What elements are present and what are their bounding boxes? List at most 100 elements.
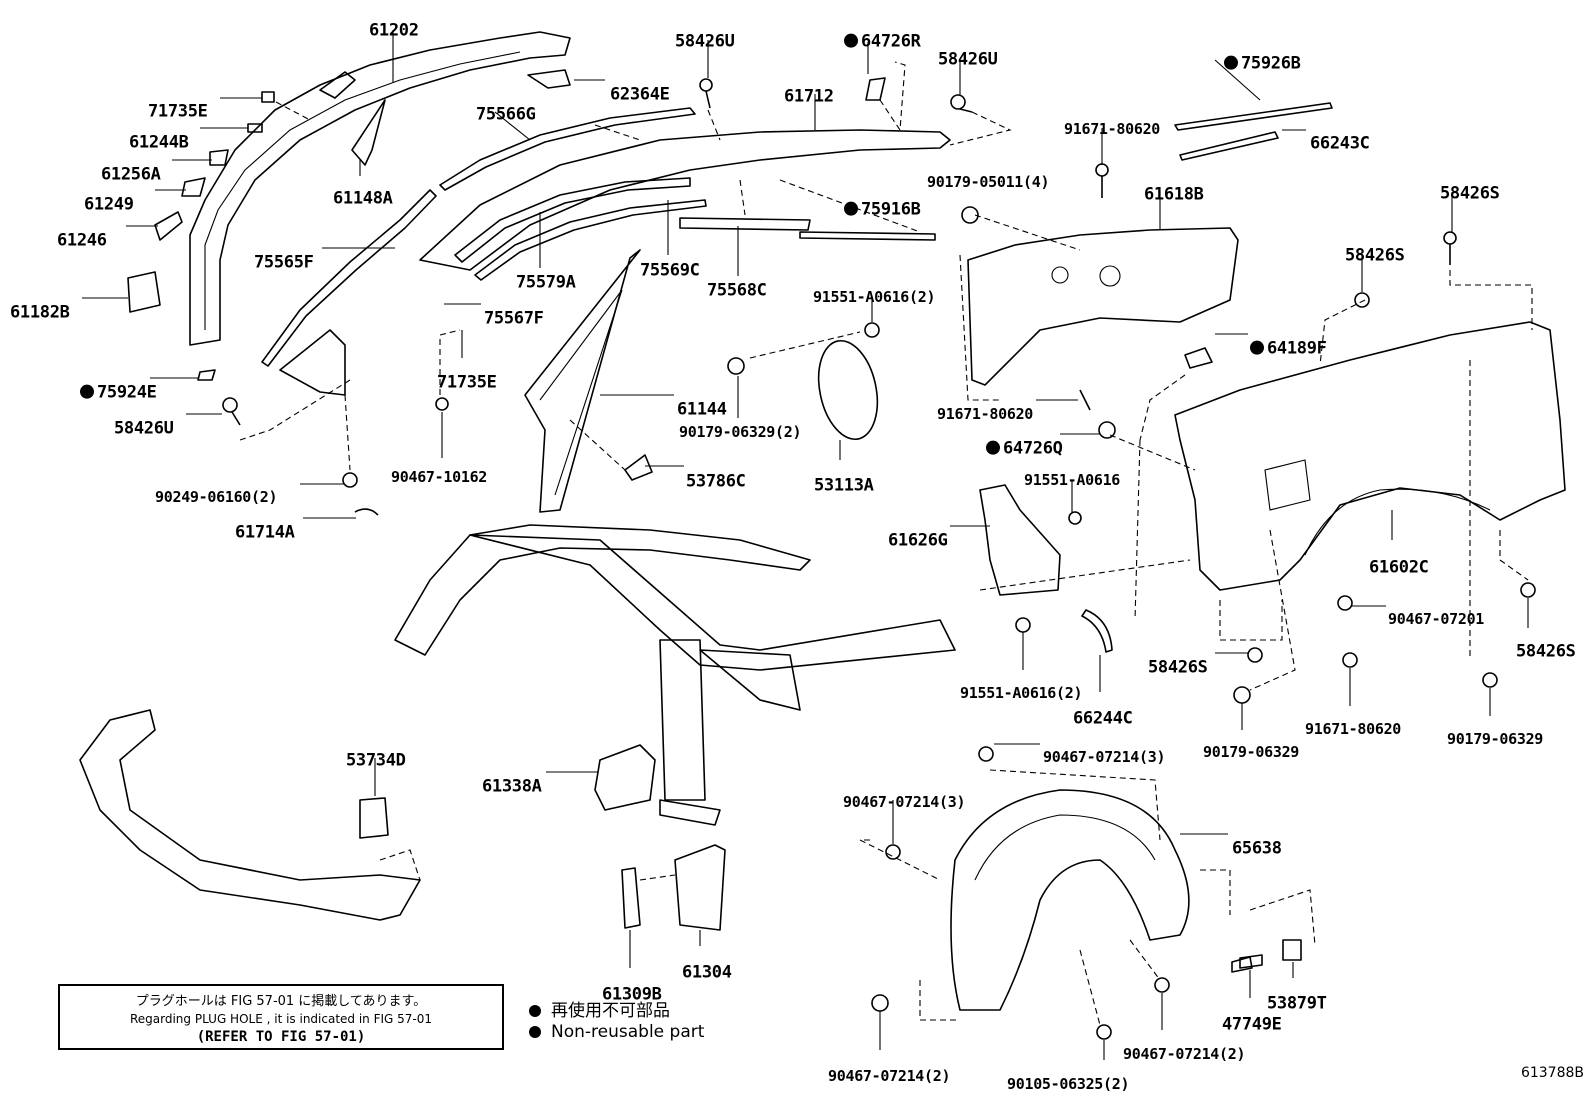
part-label-62364E[interactable]: 62364E	[610, 85, 670, 105]
part-label-90467-07214-c[interactable]: 90467-07214(2)	[1123, 1045, 1246, 1063]
leader-lines	[82, 30, 1529, 1060]
note-line-refer: (REFER TO FIG 57-01)	[196, 1029, 366, 1045]
non-reusable-bullet-icon	[844, 201, 858, 216]
bullet-icon	[529, 1026, 541, 1038]
part-label-61304[interactable]: 61304	[682, 963, 732, 983]
part-label-61602C[interactable]: 61602C	[1369, 558, 1429, 578]
pin-47749E	[1239, 954, 1263, 969]
inner-panel-61618B	[967, 227, 1239, 386]
part-label-61202[interactable]: 61202	[369, 21, 419, 41]
part-label-58426U-b[interactable]: 58426U	[938, 50, 998, 70]
part-label-75565F[interactable]: 75565F	[254, 253, 314, 273]
trim-66244C	[1081, 609, 1113, 653]
part-label-91551-A0616-c[interactable]: 91551-A0616(2)	[960, 684, 1083, 702]
note-line-en: Regarding PLUG HOLE , it is indicated in…	[129, 1012, 433, 1026]
pillar-lower-assembly	[197, 329, 346, 396]
part-label-90249-06160[interactable]: 90249-06160(2)	[155, 488, 278, 506]
part-label-90105-06325[interactable]: 90105-06325(2)	[1007, 1075, 1130, 1093]
part-label-61144[interactable]: 61144	[677, 400, 727, 420]
part-label-90179-06329-a[interactable]: 90179-06329(2)	[679, 423, 802, 441]
part-label-58426U-a[interactable]: 58426U	[675, 32, 735, 52]
part-label-53786C[interactable]: 53786C	[686, 472, 746, 492]
part-label-61244B[interactable]: 61244B	[129, 133, 189, 153]
legend-en-text: Non-reusable part	[551, 1022, 705, 1042]
part-label-75924E[interactable]: 75924E	[97, 383, 157, 403]
part-label-75569C[interactable]: 75569C	[640, 261, 700, 281]
non-reusable-bullet-icon	[1250, 340, 1264, 355]
part-label-61249[interactable]: 61249	[84, 195, 134, 215]
part-label-90467-07214-d[interactable]: 90467-07214(2)	[828, 1067, 951, 1085]
part-label-75568C[interactable]: 75568C	[707, 281, 767, 301]
part-label-75567F[interactable]: 75567F	[484, 309, 544, 329]
part-label-65638[interactable]: 65638	[1232, 839, 1282, 859]
part-label-90179-06329-b[interactable]: 90179-06329	[1203, 743, 1300, 761]
brace-61304	[674, 844, 726, 931]
non-reusable-bullet-icon	[986, 440, 1000, 455]
part-label-71735E-a[interactable]: 71735E	[148, 102, 208, 122]
quarter-window-61144	[524, 249, 641, 513]
strip-66243C	[1179, 131, 1279, 161]
dashed-relations	[239, 61, 1533, 1026]
part-label-64189F[interactable]: 64189F	[1267, 339, 1327, 359]
part-label-91671-80620-a[interactable]: 91671-80620	[1064, 120, 1161, 138]
part-label-61626G[interactable]: 61626G	[888, 531, 948, 551]
fasteners	[222, 77, 1536, 1040]
part-label-90467-07214-a[interactable]: 90467-07214(3)	[1043, 748, 1166, 766]
plug-hole-note: プラグホールは FIG 57-01 に掲載してあります。 Regarding P…	[58, 984, 504, 1050]
part-label-61182B[interactable]: 61182B	[10, 303, 70, 323]
bracket-61338A	[594, 744, 656, 811]
part-label-66243C[interactable]: 66243C	[1310, 134, 1370, 154]
non-reusable-bullet-icon	[80, 384, 94, 399]
part-label-58426S-a[interactable]: 58426S	[1440, 184, 1500, 204]
part-label-91551-A0616-a[interactable]: 91551-A0616(2)	[813, 288, 936, 306]
part-label-91671-80620-c[interactable]: 91671-80620	[1305, 720, 1402, 738]
part-label-71735E-b[interactable]: 71735E	[437, 373, 497, 393]
part-label-53113A[interactable]: 53113A	[814, 476, 874, 496]
part-label-61309B[interactable]: 61309B	[602, 985, 662, 1005]
part-label-75916B[interactable]: 75916B	[861, 200, 921, 220]
part-label-58426U-c[interactable]: 58426U	[114, 419, 174, 439]
legend-jp-text: 再使用不可部品	[551, 1001, 670, 1021]
part-label-47749E[interactable]: 47749E	[1222, 1015, 1282, 1035]
part-label-75579A[interactable]: 75579A	[516, 273, 576, 293]
brace-61309B	[621, 867, 641, 929]
small-clips	[127, 91, 275, 313]
front-lower-structure	[79, 709, 421, 921]
non-reusable-bullet-icon	[1224, 55, 1238, 70]
part-label-90179-05011[interactable]: 90179-05011(4)	[927, 173, 1050, 191]
bullet-icon	[529, 1005, 541, 1017]
bracket-61626G	[979, 484, 1061, 596]
part-label-61618B[interactable]: 61618B	[1144, 185, 1204, 205]
part-label-61246[interactable]: 61246	[57, 231, 107, 251]
quarter-panel-61602C	[1174, 321, 1566, 591]
part-label-53734D[interactable]: 53734D	[346, 751, 406, 771]
part-label-90467-07201[interactable]: 90467-07201	[1388, 610, 1485, 628]
part-label-64726R[interactable]: 64726R	[861, 32, 922, 52]
part-label-90467-07214-b[interactable]: 90467-07214(3)	[843, 793, 966, 811]
part-label-53879T[interactable]: 53879T	[1267, 994, 1327, 1014]
part-label-61338A[interactable]: 61338A	[482, 777, 542, 797]
part-label-66244C[interactable]: 66244C	[1073, 709, 1133, 729]
part-label-90179-06329-c[interactable]: 90179-06329	[1447, 730, 1544, 748]
part-label-64726Q[interactable]: 64726Q	[1003, 439, 1063, 459]
figure-number: 613788B	[1520, 1065, 1584, 1081]
part-label-58426S-b[interactable]: 58426S	[1345, 246, 1405, 266]
weatherstrips	[261, 107, 936, 367]
part-label-61714A[interactable]: 61714A	[235, 523, 295, 543]
part-label-61256A[interactable]: 61256A	[101, 165, 161, 185]
roof-panel-61712	[419, 129, 951, 271]
part-label-75566G[interactable]: 75566G	[476, 105, 536, 125]
part-label-75926B[interactable]: 75926B	[1241, 54, 1301, 74]
part-label-58426S-d[interactable]: 58426S	[1516, 642, 1576, 662]
strip-75926B	[1174, 102, 1333, 131]
part-label-91551-A0616-b[interactable]: 91551-A0616	[1024, 471, 1121, 489]
legend-en: Non-reusable part	[529, 1022, 704, 1042]
part-label-90467-10162[interactable]: 90467-10162	[391, 468, 487, 486]
part-label-91671-80620-b[interactable]: 91671-80620	[937, 405, 1034, 423]
part-label-58426S-c[interactable]: 58426S	[1148, 658, 1208, 678]
part-label-61712[interactable]: 61712	[784, 87, 834, 107]
bracket-61148A	[351, 99, 386, 166]
grille-53113A	[817, 339, 879, 441]
part-label-61148A[interactable]: 61148A	[333, 189, 393, 209]
